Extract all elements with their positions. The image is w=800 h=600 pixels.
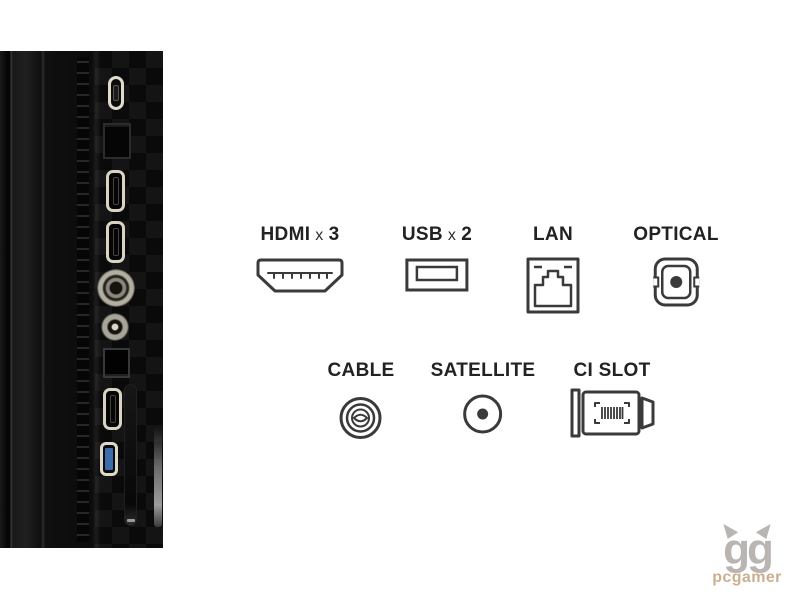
lan-rj45-connector-icon [526,257,580,314]
legend-label-ci-slot: CI SLOT [569,361,655,380]
optical-port-icon [103,348,130,378]
label-text: LAN [533,224,573,245]
label-text: SATELLITE [430,360,536,381]
label-count: 2 [461,224,473,245]
legend-cable: CABLE [328,361,395,440]
optical-toslink-connector-icon [633,257,719,307]
usb-connector-icon [402,258,472,292]
legend-ci-slot: CI SLOT [569,361,655,438]
satellite-coax-port-icon [101,313,129,341]
ci-card-slot-icon [124,384,137,526]
lan-port-icon [103,123,131,159]
label-times: x [315,227,324,244]
legend-optical: OPTICAL [633,225,719,307]
ci-module-icon [569,388,655,438]
label-text: HDMI [260,224,311,245]
usb3-port-icon [100,442,118,476]
panel-edge-highlight [154,427,162,527]
label-text: CABLE [327,360,395,381]
legend-label-satellite: SATELLITE [431,361,536,380]
legend-label-lan: LAN [526,225,580,244]
satellite-connector-icon [431,394,536,434]
hdmi-connector-icon [256,258,344,296]
tv-side-panel [0,51,163,548]
label-text: CI SLOT [573,360,651,381]
legend-label-optical: OPTICAL [633,225,719,244]
panel-vent-dots [77,57,89,542]
legend-satellite: SATELLITE [431,361,536,434]
label-text: USB [401,224,443,245]
cable-coax-port-icon [97,269,135,307]
usb-service-port-icon [108,76,124,110]
label-count: 3 [328,224,340,245]
hdmi-port-3-icon [103,388,122,430]
watermark-text: pcgamer [712,569,782,586]
label-text: OPTICAL [633,224,719,245]
watermark-gg-logo: gg [723,524,774,572]
legend-lan: LAN [526,225,580,314]
watermark: gg pcgamer [704,524,790,587]
hdmi-port-2-icon [106,221,125,263]
label-times: x [447,227,457,244]
cable-coax-connector-icon [328,396,395,440]
hdmi-port-1-icon [106,170,125,212]
legend-label-cable: CABLE [328,361,395,380]
